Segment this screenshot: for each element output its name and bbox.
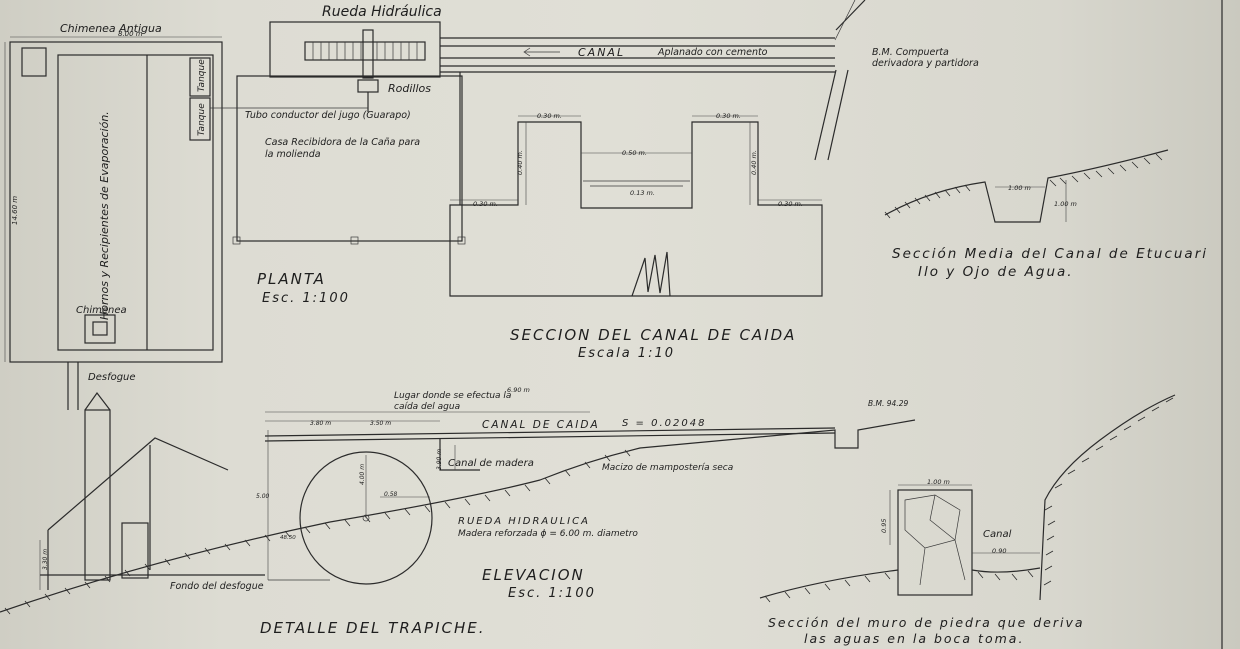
wall-title-2: las aguas en la boca toma. <box>804 631 1024 646</box>
mid-canal-section <box>884 149 1169 223</box>
dim-s7: 0.40 m. <box>516 150 524 175</box>
dim-wall-width: 1.00 m <box>927 478 950 486</box>
dim-s2: 0.30 m. <box>537 112 562 120</box>
plan-title: PLANTA <box>257 270 326 288</box>
dim-mid-width: 1.00 m <box>1008 184 1031 192</box>
elevation-scale: Esc. 1:100 <box>508 586 596 601</box>
label-ovens: Hornos y Recipientes de Evaporación. <box>98 111 111 320</box>
label-bm-elev: B.M. 94.29 <box>868 399 908 408</box>
stone-wall-section <box>759 484 1041 603</box>
label-outlet-bottom: Fondo del desfogue <box>170 581 264 592</box>
section-scale: Escala 1:10 <box>578 346 675 361</box>
main-title: DETALLE DEL TRAPICHE. <box>260 619 486 637</box>
label-bm-gate: B.M. Compuerta <box>872 47 949 58</box>
label-chimney: Chimenea <box>76 305 127 316</box>
dim-058: 0.58 <box>384 491 398 498</box>
cane-house <box>236 75 463 242</box>
elevation-title: ELEVACION <box>482 566 585 584</box>
chimney-box <box>84 314 116 344</box>
label-diverter: derivadora y partidora <box>872 58 979 69</box>
label-juice-pipe: Tubo conductor del jugo (Guarapo) <box>245 110 411 121</box>
dim-mid-depth: 1.00 m <box>1054 200 1077 208</box>
label-cane-house-2: la molienda <box>265 149 321 160</box>
section-drop-channel <box>449 115 823 297</box>
plan-scale: Esc. 1:100 <box>262 291 350 306</box>
label-masonry: Macizo de mampostería seca <box>602 463 733 473</box>
label-canal: CANAL <box>578 46 625 59</box>
dim-plan-width: 8.00 m <box>118 30 143 38</box>
wall-title-1: Sección del muro de piedra que deriva <box>768 615 1085 630</box>
planta-plan <box>4 0 1223 649</box>
labels: Chimenea Antigua 8.00 m 14.60 m Hornos y… <box>11 4 1208 646</box>
dim-s4: 0.30 m. <box>778 200 803 208</box>
label-drop-channel: CANAL DE CAIDA <box>482 419 600 431</box>
label-wheel-desc: Madera reforzada ϕ = 6.00 m. diametro <box>458 529 638 539</box>
dim-500: 5.00 <box>256 493 270 500</box>
water-wheel-plan <box>304 41 426 61</box>
label-drop-place-2: caída del agua <box>394 402 460 412</box>
dim-s6: 0.13 m. <box>630 189 655 197</box>
rollers <box>357 79 379 93</box>
water-wheel-elevation <box>299 451 433 585</box>
wheel-house <box>269 21 441 78</box>
dim-s1: 0.30 m. <box>473 200 498 208</box>
door <box>121 522 149 579</box>
mid-title-1: Sección Media del Canal de Etucuari <box>892 246 1208 262</box>
tank-1 <box>189 57 211 97</box>
tank-2 <box>189 97 211 141</box>
label-slope: S = 0.02048 <box>622 418 706 429</box>
label-wheel-elev: RUEDA HIDRAULICA <box>458 516 590 527</box>
label-rollers: Rodillos <box>388 82 431 95</box>
dim-090: 0.90 <box>992 547 1006 555</box>
dim-s8: 0.40 m. <box>750 150 758 175</box>
label-cane-house-1: Casa Recibidora de la Caña para <box>265 137 420 148</box>
dim-380: 3.80 m <box>310 420 331 427</box>
dim-400: 4.00 m <box>359 464 366 485</box>
dim-350: 3.50 m <box>370 420 391 427</box>
label-water-wheel: Rueda Hidráulica <box>322 4 442 20</box>
old-chimney-box <box>21 47 47 77</box>
label-wall-canal: Canal <box>983 529 1012 540</box>
label-drop-place-1: Lugar donde se efectua la <box>394 391 511 401</box>
dim-s5: 0.50 m. <box>622 149 647 157</box>
label-tank-1: Tanque <box>197 59 207 92</box>
dim-wall-height: 0.95 <box>880 519 888 533</box>
elevation <box>0 391 1176 615</box>
dim-plan-height: 14.60 m <box>11 196 19 225</box>
dim-level: 48.50 <box>280 535 296 541</box>
dim-390: 3.90 m <box>436 449 443 470</box>
label-old-chimney: Chimenea Antigua <box>60 22 162 35</box>
section-title: SECCION DEL CANAL DE CAIDA <box>510 326 796 344</box>
dim-690: 6.90 m <box>507 386 530 394</box>
label-tank-2: Tanque <box>197 103 207 136</box>
label-desfogue: Desfogue <box>88 372 136 383</box>
mid-title-2: Ilo y Ojo de Agua. <box>918 264 1074 280</box>
dim-s3: 0.30 m. <box>716 112 741 120</box>
label-wood-channel: Canal de madera <box>448 458 534 469</box>
dim-330: 3.30 m <box>42 549 49 570</box>
label-cement: Aplanado con cemento <box>657 47 768 58</box>
stone-wall <box>897 489 973 596</box>
